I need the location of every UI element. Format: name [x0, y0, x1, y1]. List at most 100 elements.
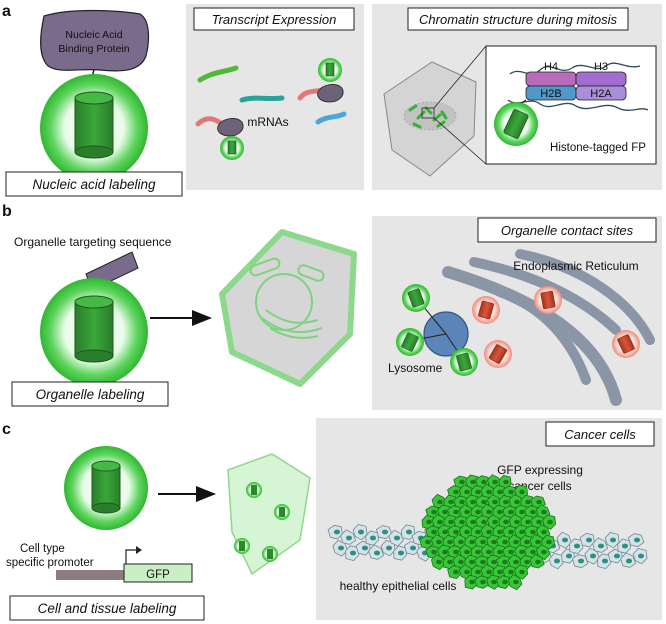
nucleus-icon	[491, 559, 497, 565]
nucleus-icon	[601, 558, 609, 564]
nucleus-icon	[486, 549, 492, 555]
nucleus-icon	[448, 519, 454, 525]
nucleus-icon	[486, 569, 492, 575]
nucleic-acid-binding-protein: Nucleic Acid Binding Protein	[40, 9, 150, 72]
histone-h3: H3	[594, 61, 608, 73]
small-fp-icon	[220, 136, 244, 160]
nucleus-icon	[519, 549, 525, 555]
nucleus-icon	[453, 529, 459, 535]
nucleus-icon	[442, 529, 448, 535]
chromatin-title: Chromatin structure during mitosis	[419, 12, 617, 27]
promoter-arrow-icon	[125, 549, 138, 564]
nucleus-icon	[426, 519, 432, 525]
nucleus-icon	[464, 569, 470, 575]
nucleus-icon	[497, 489, 503, 495]
nucleus-icon	[561, 537, 569, 543]
nucleus-icon	[470, 499, 476, 505]
nucleus-icon	[525, 499, 531, 505]
nucleus-icon	[577, 558, 585, 564]
red-fp-icon	[534, 286, 562, 314]
nucleus-icon	[431, 509, 437, 515]
fluorescent-protein-icon	[64, 446, 148, 530]
nucleus-icon	[553, 558, 561, 564]
nucleus-icon	[397, 550, 405, 556]
nucleus-icon	[514, 519, 520, 525]
red-fp-icon	[612, 330, 640, 358]
nucleus-icon	[448, 499, 454, 505]
nucleus-icon	[459, 479, 465, 485]
nucleus-icon	[633, 537, 641, 543]
nucleus-icon	[513, 559, 519, 565]
nucleus-icon	[453, 569, 459, 575]
nucleus-icon	[469, 539, 475, 545]
red-fp-icon	[484, 340, 512, 368]
nucleus-icon	[524, 559, 530, 565]
nucleus-icon	[481, 499, 487, 505]
nucleus-icon	[481, 479, 487, 485]
nucleus-icon	[573, 543, 581, 549]
nucleus-icon	[513, 579, 519, 585]
nucleus-icon	[519, 569, 525, 575]
nucleus-icon	[431, 549, 437, 555]
protein-label-line2: Binding Protein	[58, 43, 129, 55]
panel-a-letter: a	[2, 3, 11, 20]
histone-fp-icon	[494, 102, 538, 146]
nucleus-icon	[464, 489, 470, 495]
nucleus-icon	[475, 549, 481, 555]
nucleus-icon	[541, 509, 547, 515]
nucleus-icon	[625, 558, 633, 564]
nucleus-icon	[458, 559, 464, 565]
nucleus-icon	[530, 549, 536, 555]
nucleus-icon	[447, 559, 453, 565]
nucleus-icon	[458, 539, 464, 545]
nucleus-icon	[508, 509, 514, 515]
nucleus-icon	[349, 550, 357, 556]
nucleus-icon	[541, 529, 547, 535]
nucleus-icon	[357, 529, 365, 535]
nucleus-icon	[541, 549, 547, 555]
panel-c: c Cell type specific promoter GFP Cell a…	[2, 418, 662, 621]
nucleus-icon	[497, 509, 503, 515]
nucleus-icon	[409, 545, 417, 551]
nucleus-icon	[609, 537, 617, 543]
fluorescent-protein-icon	[40, 278, 148, 386]
nucleus-icon	[453, 549, 459, 555]
nucleus-icon	[514, 499, 520, 505]
histone-h4: H4	[544, 61, 558, 73]
transcript-title-box	[193, 7, 355, 31]
promoter-label-line2: specific promoter	[6, 557, 94, 569]
contact-title-box	[477, 217, 657, 243]
nucleus-icon	[453, 509, 459, 515]
promoter-label-line1: Cell type	[20, 543, 65, 555]
small-protein-icon	[317, 84, 344, 103]
nucleus-icon	[621, 543, 629, 549]
nucleus-icon	[361, 545, 369, 551]
nucleus-icon	[508, 529, 514, 535]
nucleus-icon	[613, 553, 621, 559]
nucleus-icon	[469, 579, 475, 585]
nucleus-icon	[492, 519, 498, 525]
nucleus-icon	[535, 539, 541, 545]
nucleus-icon	[442, 549, 448, 555]
nucleus-icon	[393, 535, 401, 541]
nucleus-icon	[589, 553, 597, 559]
gfp-label: GFP	[146, 569, 170, 581]
transcript-title: Transcript Expression	[212, 12, 337, 27]
nucleus-icon	[447, 539, 453, 545]
fluorescent-protein-icon	[40, 74, 148, 182]
nucleus-icon	[491, 579, 497, 585]
nucleus-icon	[459, 519, 465, 525]
nucleus-icon	[373, 550, 381, 556]
nucleus-icon	[486, 529, 492, 535]
nucleus-icon	[547, 519, 553, 525]
panel-b: b Organelle targeting sequence Organelle…	[2, 203, 662, 410]
small-fp-icon	[318, 58, 342, 82]
nucleus-icon	[524, 539, 530, 545]
nucleus-icon	[481, 519, 487, 525]
nucleus-icon	[480, 559, 486, 565]
panel-b-letter: b	[2, 203, 12, 220]
contact-sites-panel	[372, 216, 662, 410]
green-fp-icon	[402, 284, 430, 312]
nucleus-icon	[459, 499, 465, 505]
nucleus-icon	[497, 569, 503, 575]
